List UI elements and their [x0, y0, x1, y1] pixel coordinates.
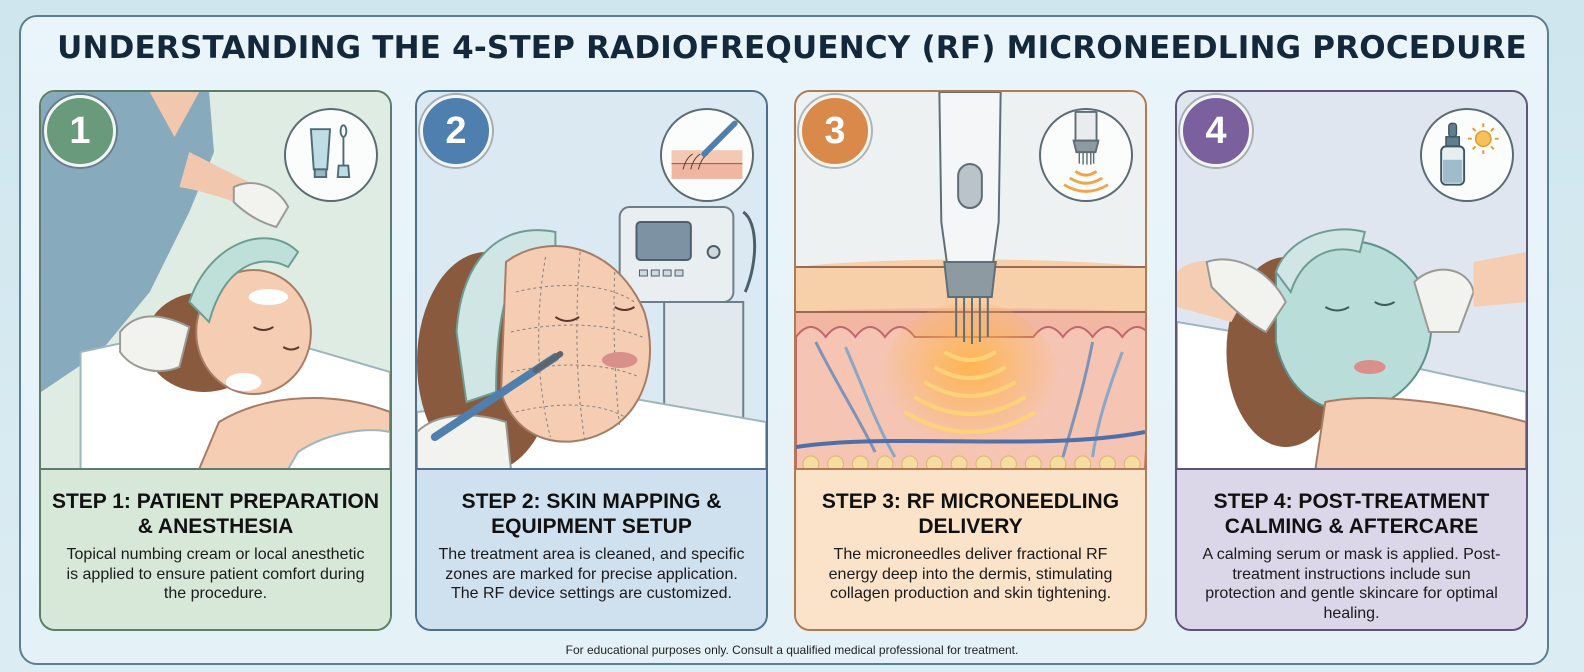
step-4-title-line-2: CALMING & AFTERCARE	[1224, 515, 1479, 538]
step-card-4: 4 STEP 4: POST-TREATMENT CALMING & AFTER…	[1175, 90, 1528, 631]
step-3-title-line-2: DELIVERY	[918, 515, 1023, 538]
step-2-title: STEP 2: SKIN MAPPING & EQUIPMENT SETUP	[417, 489, 766, 539]
step-2-title-line-2: EQUIPMENT SETUP	[491, 515, 692, 538]
step-1-description: Topical numbing cream or local anestheti…	[66, 546, 365, 602]
rf-handpiece-with-waves-icon	[1039, 108, 1133, 202]
step-3-number-badge: 3	[799, 95, 871, 167]
step-4-title-line-1: STEP 4: POST-TREATMENT	[1213, 490, 1490, 513]
step-2-text-panel: STEP 2: SKIN MAPPING & EQUIPMENT SETUP T…	[417, 468, 766, 629]
step-card-3: 3 STEP 3: RF MICRONEEDLING DELIVERY The …	[794, 90, 1147, 631]
step-4-number-badge: 4	[1180, 95, 1252, 167]
step-1-title-line-2: & ANESTHESIA	[137, 515, 294, 538]
step-1-title: STEP 1: PATIENT PREPARATION & ANESTHESIA	[41, 489, 390, 539]
step-4-text-panel: STEP 4: POST-TREATMENT CALMING & AFTERCA…	[1177, 468, 1526, 629]
step-3-title: STEP 3: RF MICRONEEDLING DELIVERY	[796, 489, 1145, 539]
step-3-text-panel: STEP 3: RF MICRONEEDLING DELIVERY The mi…	[796, 468, 1145, 629]
step-1-title-line-1: STEP 1: PATIENT PREPARATION	[51, 490, 380, 513]
step-4-description: A calming serum or mask is applied. Post…	[1202, 546, 1501, 622]
serum-bottle-and-sun-icon	[1420, 108, 1514, 202]
step-2-description: The treatment area is cleaned, and speci…	[438, 546, 745, 602]
disclaimer-footer: For educational purposes only. Consult a…	[565, 643, 1019, 657]
step-1-number-badge: 1	[44, 95, 116, 167]
step-3-title-line-1: STEP 3: RF MICRONEEDLING	[821, 490, 1120, 513]
step-1-text-panel: STEP 1: PATIENT PREPARATION & ANESTHESIA…	[41, 468, 390, 629]
cream-tube-and-applicator-icon	[284, 108, 378, 202]
step-2-number-badge: 2	[420, 95, 492, 167]
step-3-description: The microneedles deliver fractional RF e…	[828, 546, 1113, 602]
step-card-1: 1 STEP 1: PATIENT PREPARATION & ANESTHES…	[39, 90, 392, 631]
step-2-title-line-1: STEP 2: SKIN MAPPING &	[461, 490, 722, 513]
page-title: UNDERSTANDING THE 4-STEP RADIOFREQUENCY …	[57, 30, 1527, 66]
step-card-2: 2 STEP 2: SKIN MAPPING & EQUIPMENT SETUP…	[415, 90, 768, 631]
step-4-title: STEP 4: POST-TREATMENT CALMING & AFTERCA…	[1177, 489, 1526, 539]
marker-pen-on-skin-icon	[660, 108, 754, 202]
